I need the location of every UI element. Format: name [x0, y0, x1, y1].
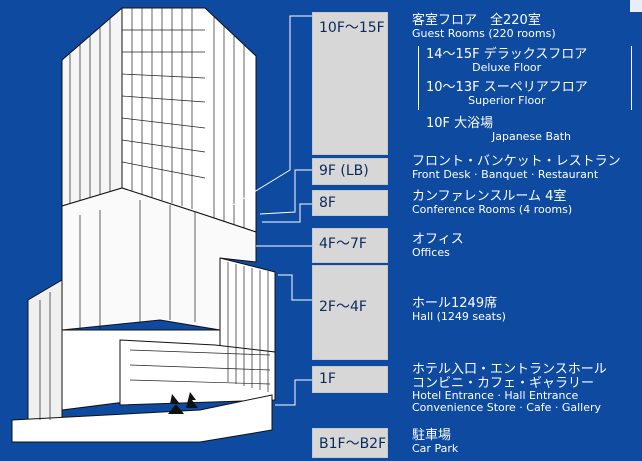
hall-jp: ホール1249席 [412, 296, 498, 311]
floor-label: 8F [319, 195, 336, 211]
deluxe-en: Deluxe Floor [472, 60, 542, 74]
parking-desc: 駐車場 Car Park [412, 429, 458, 454]
floor-box-8: 8F [312, 190, 388, 216]
floor-box-4-7: 4F〜7F [312, 228, 388, 263]
floor-label: 10F〜15F [319, 20, 385, 36]
floor-box-b1-b2: B1F〜B2F [312, 428, 388, 458]
floor-box-2-4: 2F〜4F [312, 265, 388, 360]
front-en: Front Desk · Banquet · Restaurant [412, 167, 599, 181]
bath-desc: 10F 大浴場 Japanese Bath [426, 117, 571, 142]
entrance-en-2: Convenience Store · Cafe · Gallery [412, 400, 602, 414]
corner-mark [630, 0, 642, 12]
floor-label: B1F〜B2F [319, 436, 387, 452]
office-desc: オフィス Offices [412, 233, 464, 258]
guest-rooms-jp: 客室フロア 全220室 [412, 13, 541, 28]
hall-desc: ホール1249席 Hall (1249 seats) [412, 297, 506, 322]
parking-jp: 駐車場 [412, 428, 452, 443]
office-jp: オフィス [412, 232, 464, 247]
front-jp: フロント・バンケット・レストラン [412, 154, 621, 169]
superior-desc: 10〜13F スーペリアフロア Superior Floor [426, 81, 588, 106]
superior-jp: 10〜13F スーペリアフロア [426, 80, 588, 95]
bath-en: Japanese Bath [492, 129, 572, 143]
front-desc: フロント・バンケット・レストラン Front Desk · Banquet · … [412, 155, 621, 180]
entrance-en-1: Hotel Entrance · Hall Entrance [412, 389, 579, 403]
deluxe-jp: 14〜15F デラックスフロア [426, 47, 588, 62]
entrance-jp-2: コンビニ・カフェ・ギャラリー [412, 375, 595, 391]
floor-label: 1F [319, 371, 336, 387]
floor-box-10-15: 10F〜15F [312, 12, 388, 155]
bath-jp: 10F 大浴場 [426, 116, 494, 131]
floor-box-1: 1F [312, 366, 388, 393]
floor-box-9: 9F (LB) [312, 158, 388, 185]
floor-label: 9F (LB) [319, 163, 369, 179]
office-en: Offices [412, 245, 450, 259]
entrance-desc: ホテル入口・エントランスホール コンビニ・カフェ・ギャラリー Hotel Ent… [412, 363, 607, 413]
floor-label: 2F〜4F [319, 299, 367, 315]
superior-en: Superior Floor [468, 93, 546, 107]
deluxe-desc: 14〜15F デラックスフロア Deluxe Floor [426, 48, 587, 73]
floor-bracket [418, 46, 632, 110]
conference-desc: カンファレンスルーム 4室 Conference Rooms (4 rooms) [412, 190, 572, 215]
floor-label: 4F〜7F [319, 236, 367, 252]
entrance-jp-1: ホテル入口・エントランスホール [412, 362, 607, 377]
conference-en: Conference Rooms (4 rooms) [412, 202, 573, 216]
conference-jp: カンファレンスルーム 4室 [412, 189, 567, 204]
hall-en: Hall (1249 seats) [412, 309, 506, 323]
guest-rooms-desc: 客室フロア 全220室 Guest Rooms (220 rooms) [412, 14, 556, 39]
parking-en: Car Park [412, 441, 459, 455]
guest-rooms-en: Guest Rooms (220 rooms) [412, 26, 556, 40]
